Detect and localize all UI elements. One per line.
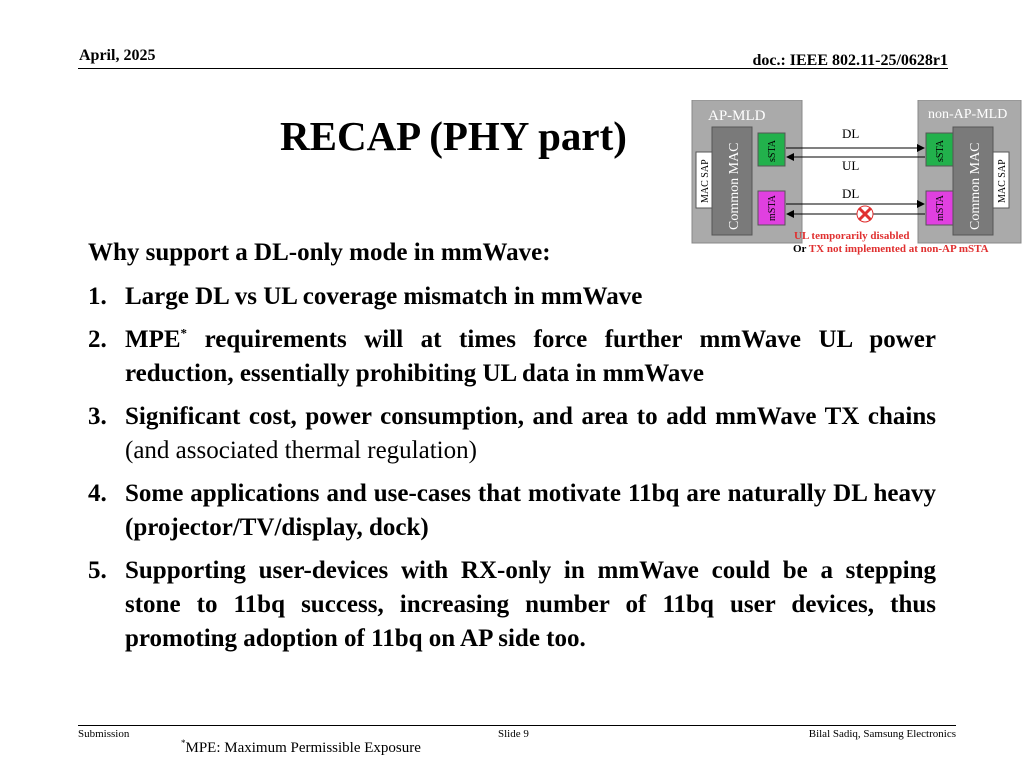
footnote: *MPE: Maximum Permissible Exposure — [181, 738, 421, 757]
dl-label-top: DL — [842, 126, 859, 141]
footnote-marker: * — [181, 738, 186, 748]
header-doc-id: doc.: IEEE 802.11-25/0628r1 — [752, 52, 948, 69]
ap-mac-sap — [695, 151, 713, 209]
list-item-text-normal: (and associated thermal regulation) — [125, 437, 477, 464]
ap-msta-box — [757, 190, 786, 226]
ap-msta-label: mSTA — [767, 194, 778, 221]
list-item-text-bold: Significant cost, power consumption, and… — [125, 403, 936, 430]
dl-label-bottom: DL — [842, 186, 859, 201]
list-item-number: 4. — [88, 480, 107, 507]
non-ap-mac-sap-label: MAC SAP — [997, 159, 1008, 203]
ap-common-mac-label: Common MAC — [727, 142, 742, 230]
ap-common-mac — [711, 126, 753, 236]
list-item: 4. Some applications and use-cases that … — [88, 477, 936, 545]
list-item-number: 3. — [88, 403, 107, 430]
ap-ssta-label: sSTA — [767, 139, 778, 162]
list-item: 2. MPE* requirements will at times force… — [88, 323, 936, 391]
list-item-text: Significant cost, power consumption, and… — [125, 400, 936, 468]
ul-label: UL — [842, 158, 859, 173]
note-prefix: Or — [793, 243, 809, 255]
footer-divider — [78, 725, 956, 726]
reasons-list: 1. Large DL vs UL coverage mismatch in m… — [88, 280, 936, 665]
header-divider — [78, 68, 948, 69]
slide-title: RECAP (PHY part) — [280, 113, 627, 159]
tx-not-implemented-note: Or TX not implemented at non-AP mSTA — [793, 243, 989, 255]
mld-diagram: AP-MLD Common MAC MAC SAP sSTA mSTA non-… — [690, 100, 1022, 260]
body-heading: Why support a DL-only mode in mmWave: — [88, 239, 551, 266]
list-item: 3. Significant cost, power consumption, … — [88, 400, 936, 468]
footnote-text: MPE: Maximum Permissible Exposure — [185, 740, 421, 756]
list-item: 1. Large DL vs UL coverage mismatch in m… — [88, 280, 936, 314]
ap-mld-label: AP-MLD — [708, 108, 766, 124]
list-item-number: 1. — [88, 283, 107, 310]
mpe-footnote-marker: * — [180, 325, 188, 341]
non-ap-mld-label: non-AP-MLD — [928, 107, 1007, 122]
non-ap-mac-sap — [992, 151, 1010, 209]
ap-mac-sap-label: MAC SAP — [700, 159, 711, 203]
list-item-number: 2. — [88, 326, 107, 353]
list-item-text-rest: requirements will at times force further… — [125, 326, 936, 387]
footer-submission: Submission — [78, 728, 130, 740]
list-item-text: MPE* requirements will at times force fu… — [125, 323, 936, 391]
list-item-text: Large DL vs UL coverage mismatch in mmWa… — [125, 283, 643, 310]
non-ap-common-mac-label: Common MAC — [968, 142, 983, 230]
blocked-x-icon — [856, 205, 874, 223]
ap-ssta-box — [757, 132, 786, 167]
non-ap-common-mac — [952, 126, 994, 236]
note-main: TX not implemented at non-AP mSTA — [808, 243, 989, 255]
list-item-number: 5. — [88, 557, 107, 584]
ul-disabled-note: UL temporarily disabled — [794, 230, 910, 242]
footer-author: Bilal Sadiq, Samsung Electronics — [808, 728, 956, 740]
footer-slide-number: Slide 9 — [498, 728, 529, 740]
list-item-text: Some applications and use-cases that mot… — [125, 480, 936, 541]
non-ap-msta-box — [925, 190, 954, 226]
non-ap-ssta-box — [925, 132, 954, 167]
non-ap-ssta-label: sSTA — [935, 139, 946, 162]
list-item: 5. Supporting user-devices with RX-only … — [88, 554, 936, 656]
mpe-term: MPE — [125, 326, 181, 353]
list-item-text: Supporting user-devices with RX-only in … — [125, 557, 936, 652]
header-date: April, 2025 — [79, 47, 156, 64]
non-ap-msta-label: mSTA — [935, 194, 946, 221]
